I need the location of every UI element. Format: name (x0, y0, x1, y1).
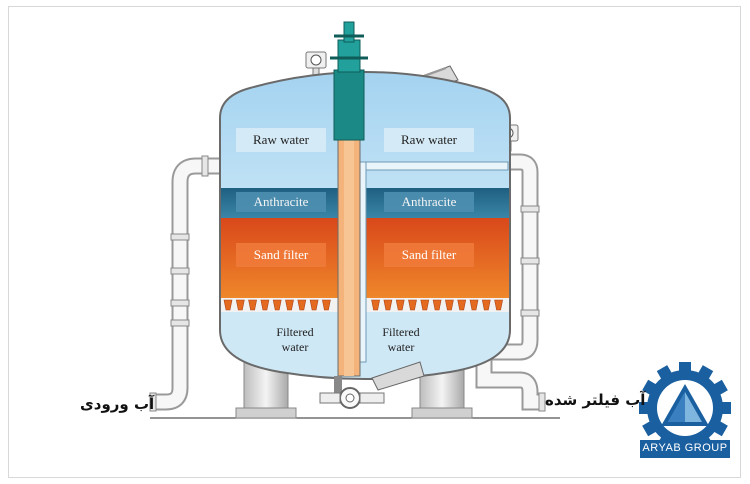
zone-label-boxes (236, 128, 474, 267)
label-filtered-left-1: Filtered (276, 325, 314, 339)
nozzle (408, 299, 417, 311)
aryab-logo (639, 362, 731, 458)
nozzle (494, 299, 503, 311)
nozzle (481, 299, 491, 311)
nozzle (309, 299, 319, 311)
label-inlet-water: آب ورودی (80, 395, 155, 413)
nozzle (420, 299, 430, 311)
logo-text: ARYAB GROUP (642, 442, 728, 454)
label-sand-right: Sand filter (401, 247, 457, 262)
inlet-pipe (149, 155, 222, 412)
label-raw-water-right: Raw water (401, 132, 457, 147)
nozzle (371, 299, 380, 311)
nozzle (272, 299, 282, 311)
nozzle-plate (223, 299, 503, 311)
nozzle (457, 299, 467, 311)
label-filtered-left-2: water (281, 340, 309, 354)
nozzle (248, 299, 257, 311)
label-filtered-right-2: water (387, 340, 415, 354)
nozzle (260, 299, 270, 311)
label-raw-water-left: Raw water (253, 132, 309, 147)
label-anthracite-left: Anthracite (253, 194, 309, 209)
label-filtered-right-1: Filtered (382, 325, 420, 339)
drain-valve (319, 376, 385, 409)
label-anthracite-right: Anthracite (401, 194, 457, 209)
nozzle (395, 299, 405, 311)
nozzle (445, 299, 454, 311)
nozzle (235, 299, 245, 311)
diagram-frame (8, 6, 741, 478)
nozzle (432, 299, 442, 311)
tank-shell (219, 71, 511, 380)
nozzle (322, 299, 331, 311)
nozzle (223, 299, 233, 311)
nozzle (285, 299, 294, 311)
nozzle (297, 299, 307, 311)
label-filtered-water-out: آب فیلتر شده (545, 391, 646, 409)
nozzle (469, 299, 479, 311)
label-sand-left: Sand filter (253, 247, 309, 262)
manhole-bottom (371, 361, 425, 391)
central-column (330, 21, 368, 377)
nozzle (383, 299, 393, 311)
